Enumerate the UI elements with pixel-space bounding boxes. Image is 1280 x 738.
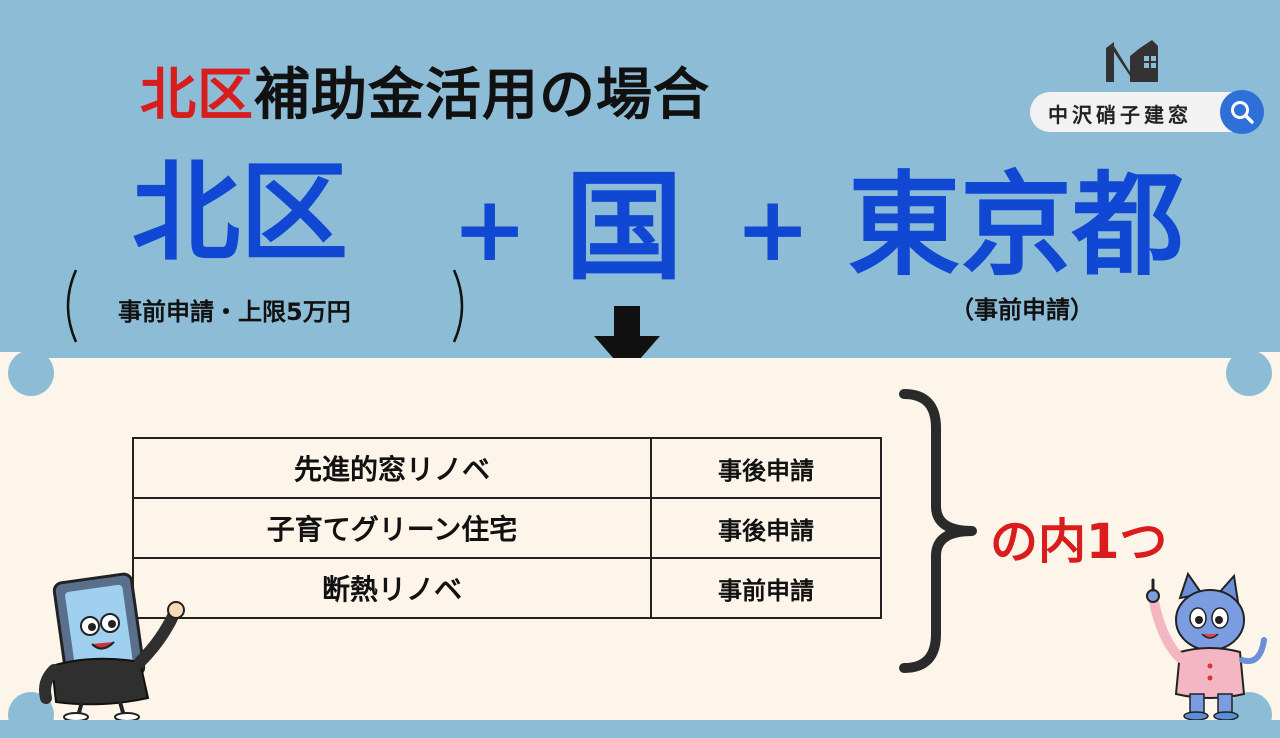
application-timing: 事後申請 xyxy=(650,437,882,499)
brand-name: 中沢硝子建窓 xyxy=(1048,103,1192,127)
page-title: 北区補助金活用の場合 xyxy=(140,50,710,131)
subsidy-table: 先進的窓リノベ 事後申請 子育てグリーン住宅 事後申請 断熱リノベ 事前申請 xyxy=(132,437,882,619)
window-mascot-icon xyxy=(39,572,185,720)
table-row: 先進的窓リノベ 事後申請 xyxy=(132,437,882,499)
search-icon xyxy=(1231,101,1254,124)
title-rest: 補助金活用の場合 xyxy=(254,63,710,128)
right-brace-icon xyxy=(899,389,977,673)
panel-corner xyxy=(1226,350,1272,396)
search-button[interactable] xyxy=(1220,90,1264,134)
one-of-label: の内1つ xyxy=(990,514,1168,570)
table-row: 子育てグリーン住宅 事後申請 xyxy=(132,497,882,559)
plus-sign-1: + xyxy=(452,177,528,282)
right-paren-icon xyxy=(452,269,464,343)
brand-search-box[interactable]: 中沢硝子建窓 xyxy=(1030,90,1264,134)
funding-kita: 北区 xyxy=(132,151,349,276)
title-highlight: 北区 xyxy=(140,63,254,128)
kita-note: 事前申請・上限5万円 xyxy=(118,298,351,326)
panel-corner xyxy=(8,350,54,396)
tokyo-note: （事前申請） xyxy=(950,296,1094,324)
application-timing: 事前申請 xyxy=(650,557,882,619)
subsidy-name: 先進的窓リノベ xyxy=(132,437,652,499)
house-logo-icon xyxy=(1106,40,1158,82)
cat-mascot-icon xyxy=(1146,571,1267,720)
arrow-down-icon xyxy=(594,306,660,374)
subsidy-name: 断熱リノベ xyxy=(132,557,652,619)
application-timing: 事後申請 xyxy=(650,497,882,559)
left-paren-icon xyxy=(66,269,78,343)
table-row: 断熱リノベ 事前申請 xyxy=(132,557,882,619)
funding-tokyo: 東京都 xyxy=(848,161,1184,291)
subsidy-name: 子育てグリーン住宅 xyxy=(132,497,652,559)
funding-kuni: 国 xyxy=(565,158,684,296)
plus-sign-2: + xyxy=(735,177,811,282)
